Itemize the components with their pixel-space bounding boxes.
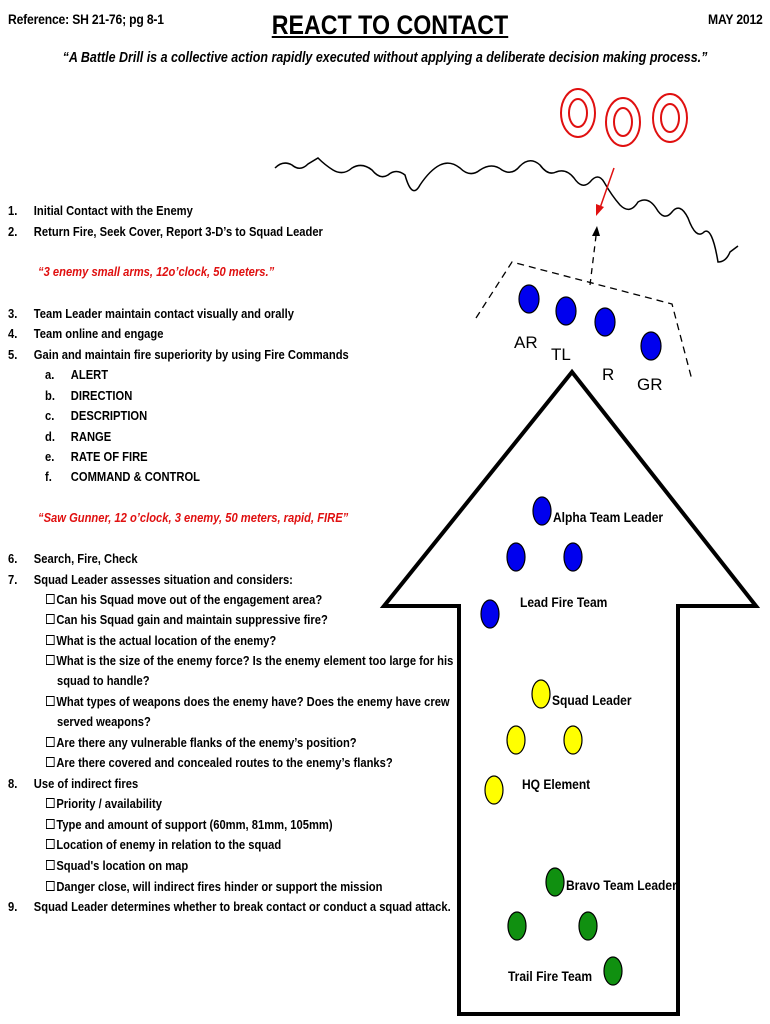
hq-element-label: HQ Element	[522, 776, 591, 792]
consideration-item: What is the size of the enemy force? Is …	[46, 653, 453, 669]
checkbox-icon	[46, 819, 55, 829]
enemy-line	[274, 157, 739, 263]
soldier-marker-icon	[532, 496, 552, 526]
checkbox-icon	[46, 655, 55, 665]
indirect-item: Type and amount of support (60mm, 81mm, …	[46, 817, 333, 833]
consideration-item: What is the actual location of the enemy…	[46, 633, 276, 649]
checkbox-icon	[46, 881, 55, 891]
page-title: REACT TO CONTACT	[271, 10, 509, 40]
checkbox-icon	[46, 614, 55, 624]
bravo-team-leader-label: Bravo Team Leader	[566, 877, 677, 893]
checkbox-icon	[46, 860, 55, 870]
indirect-item: Danger close, will indirect fires hinder…	[46, 879, 382, 895]
procedure-list: 1.Initial Contact with the Enemy 2.Retur…	[8, 203, 454, 914]
role-label-ar: AR	[514, 333, 538, 352]
page-quote: “A Battle Drill is a collective action r…	[62, 50, 708, 66]
lead-fire-team-label: Lead Fire Team	[520, 594, 607, 610]
black-arrowhead-icon	[592, 226, 600, 236]
target-icon	[605, 97, 641, 147]
indirect-item: Squad's location on map	[46, 858, 188, 874]
fire-command-example: “Saw Gunner, 12 o’clock, 3 enemy, 50 met…	[38, 510, 349, 525]
soldier-marker-icon	[555, 296, 577, 326]
checkbox-icon	[46, 757, 55, 767]
return-fire-arrow	[589, 235, 597, 286]
soldier-marker-icon	[506, 542, 526, 572]
role-label-gr: GR	[637, 375, 663, 394]
role-label-r: R	[602, 365, 614, 384]
soldier-marker-icon	[640, 331, 662, 361]
consideration-item-cont: served weapons?	[57, 714, 151, 729]
soldier-marker-icon	[506, 725, 526, 755]
soldier-marker-icon	[545, 867, 565, 897]
consideration-item: Can his Squad gain and maintain suppress…	[46, 612, 328, 628]
soldier-marker-icon	[518, 284, 540, 314]
checkbox-icon	[46, 635, 55, 645]
soldier-marker-icon	[603, 956, 623, 986]
report-example: “3 enemy small arms, 12o’clock, 50 meter…	[38, 264, 275, 279]
consideration-item: Are there covered and concealed routes t…	[46, 755, 393, 771]
soldier-marker-icon	[507, 911, 527, 941]
soldier-marker-icon	[594, 307, 616, 337]
alpha-team-leader-label: Alpha Team Leader	[553, 509, 663, 525]
consideration-item: Can his Squad move out of the engagement…	[46, 592, 322, 608]
indirect-item: Priority / availability	[46, 796, 162, 812]
consideration-item-cont: squad to handle?	[57, 673, 150, 688]
red-arrowhead-icon	[596, 204, 604, 216]
incoming-fire-arrow	[599, 167, 615, 209]
formation-line	[475, 261, 693, 381]
indirect-item: Location of enemy in relation to the squ…	[46, 837, 281, 853]
soldier-marker-icon	[531, 679, 551, 709]
checkbox-icon	[46, 737, 55, 747]
soldier-marker-icon	[578, 911, 598, 941]
soldier-marker-icon	[484, 775, 504, 805]
target-icon	[560, 88, 596, 138]
consideration-item: What types of weapons does the enemy hav…	[46, 694, 450, 710]
checkbox-icon	[46, 594, 55, 604]
consideration-item: Are there any vulnerable flanks of the e…	[46, 735, 357, 751]
checkbox-icon	[46, 839, 55, 849]
target-icon	[652, 93, 688, 143]
soldier-marker-icon	[563, 725, 583, 755]
checkbox-icon	[46, 798, 55, 808]
arrow-up-icon	[379, 368, 761, 1016]
soldier-marker-icon	[480, 599, 500, 629]
reference-label: Reference: SH 21-76; pg 8-1	[8, 12, 164, 27]
role-label-tl: TL	[551, 345, 571, 364]
date-label: MAY 2012	[708, 12, 763, 27]
soldier-marker-icon	[563, 542, 583, 572]
squad-leader-label: Squad Leader	[552, 692, 632, 708]
trail-fire-team-label: Trail Fire Team	[508, 968, 592, 984]
checkbox-icon	[46, 696, 55, 706]
